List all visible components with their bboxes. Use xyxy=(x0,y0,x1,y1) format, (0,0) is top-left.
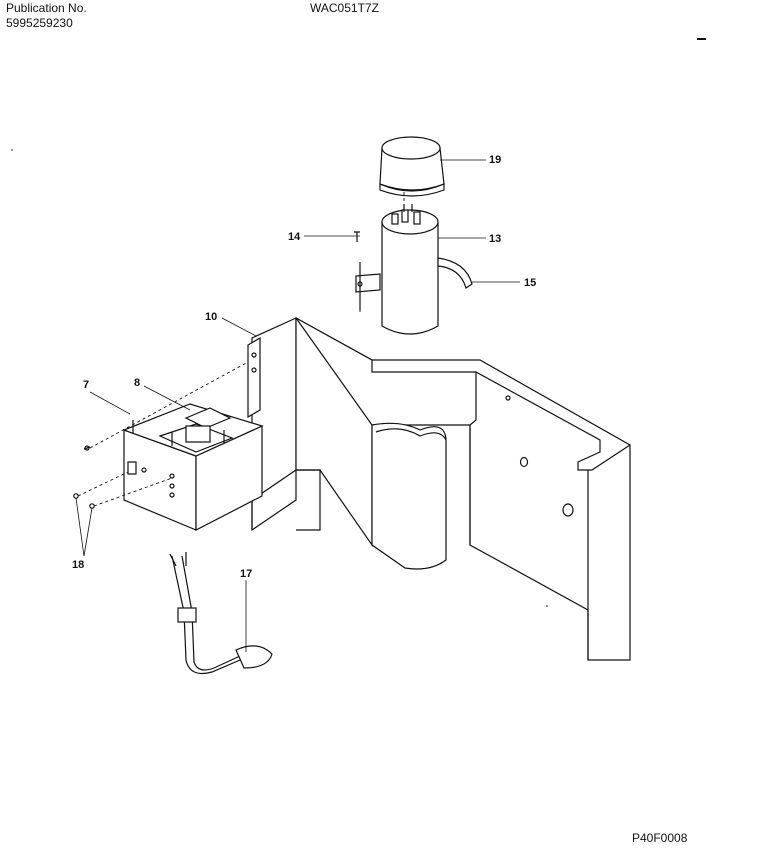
publication-number: 5995259230 xyxy=(6,16,73,30)
capacitor-strap-15 xyxy=(355,257,473,310)
callout-8: 8 xyxy=(134,377,140,389)
power-cord-17 xyxy=(169,552,273,675)
leader-lines xyxy=(75,159,520,652)
control-panel-part xyxy=(11,149,631,661)
callout-10: 10 xyxy=(205,311,217,323)
screws-18 xyxy=(73,445,95,509)
callout-14: 14 xyxy=(288,231,301,243)
assembly-guide-lines xyxy=(77,192,405,507)
screw-14 xyxy=(354,231,360,242)
figure-code: P40F0008 xyxy=(632,831,688,845)
callout-18: 18 xyxy=(72,559,84,571)
callout-19: 19 xyxy=(489,154,501,166)
callout-13: 13 xyxy=(489,233,501,245)
callout-7: 7 xyxy=(83,379,89,391)
corner-mark xyxy=(697,38,706,40)
callout-17: 17 xyxy=(240,568,252,580)
model-number: WAC051T7Z xyxy=(310,1,379,15)
publication-label: Publication No. xyxy=(6,1,87,15)
capacitor-cover-19 xyxy=(379,136,445,197)
capacitor-13 xyxy=(381,204,439,335)
rotary-switch-8 xyxy=(158,407,234,453)
callout-15: 15 xyxy=(524,277,536,289)
switch-box-7 xyxy=(122,403,264,531)
bracket-plate-10 xyxy=(247,336,261,419)
